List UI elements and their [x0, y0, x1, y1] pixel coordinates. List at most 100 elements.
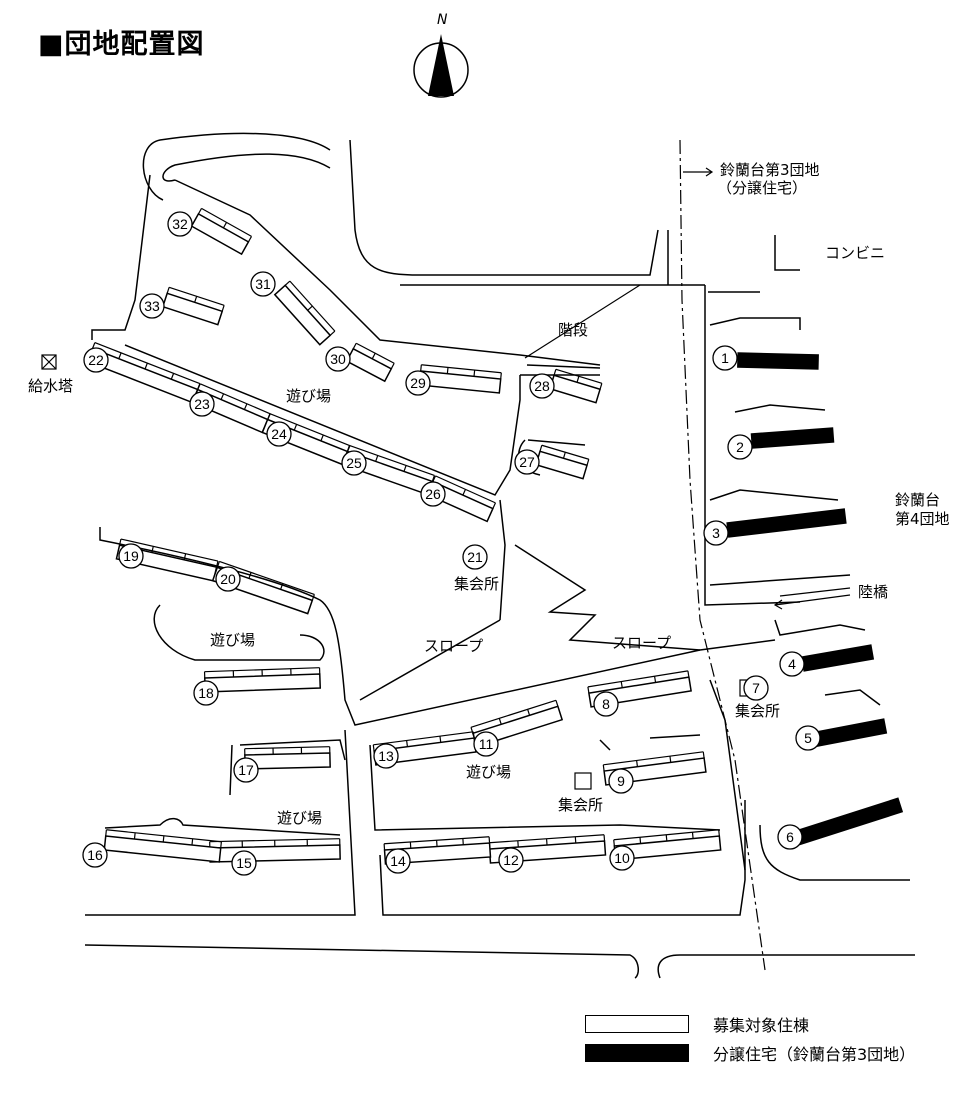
building-unit-divider: [311, 594, 315, 601]
building-number-circle: [231, 850, 257, 876]
building-number-circle: [777, 824, 803, 850]
building-number-circle: [233, 757, 259, 783]
building-33: [161, 292, 224, 326]
building-number: 12: [503, 852, 519, 868]
building-number: 27: [519, 454, 535, 470]
building-number: 20: [220, 571, 236, 587]
building-unit-divider: [527, 709, 531, 716]
building-unit-divider: [473, 370, 476, 377]
building-number-circle: [727, 434, 753, 460]
building-balcony-line: [106, 829, 222, 843]
building-unit-divider: [403, 465, 407, 472]
overpass-label: 陸橋: [858, 583, 889, 601]
building-number-circle: [473, 731, 499, 757]
building-balcony-line: [489, 834, 605, 844]
building-number: 11: [479, 736, 494, 752]
building-unit-divider: [133, 832, 136, 840]
water-tower-label: 給水塔: [28, 377, 74, 395]
building-number: 13: [378, 748, 394, 764]
building-number: 17: [238, 762, 254, 778]
building-number-circle: [83, 347, 109, 373]
building-unit-divider: [500, 372, 502, 380]
meeting-hall-9: [574, 772, 592, 790]
building-4: [800, 644, 875, 672]
building-number: 3: [712, 525, 720, 541]
building-14: [383, 842, 492, 865]
building-unit-divider: [599, 383, 603, 390]
building-number: 1: [721, 350, 729, 366]
building-unit-divider: [144, 362, 148, 370]
building-unit-divider: [197, 208, 203, 215]
building-number: 6: [786, 829, 794, 845]
building-number: 15: [236, 855, 252, 871]
building-unit-divider: [431, 475, 435, 482]
building-6: [793, 797, 904, 846]
building-unit-divider: [222, 222, 228, 229]
building-3: [726, 508, 847, 538]
building-unit-divider: [669, 756, 672, 763]
building-number: 5: [804, 730, 812, 746]
building-number: 10: [614, 850, 630, 866]
building-balcony-line: [587, 670, 688, 688]
building-balcony-line: [435, 475, 496, 504]
building-number-circle: [609, 845, 635, 871]
building-unit-divider: [243, 403, 248, 410]
building-unit-divider: [151, 546, 154, 553]
building-unit-divider: [553, 369, 557, 376]
building-unit-divider: [432, 475, 437, 482]
building-27: [535, 450, 588, 480]
building-2: [750, 427, 835, 449]
building-unit-divider: [197, 383, 201, 390]
building-number-circle: [608, 768, 634, 794]
building-unit-divider: [687, 670, 690, 678]
building-number: 25: [346, 455, 362, 471]
building-unit-divider: [216, 561, 220, 568]
building-15: [209, 844, 341, 863]
building-number-circle: [193, 680, 219, 706]
building-18: [203, 673, 322, 693]
legend-black-swatch: [585, 1044, 689, 1062]
building-balcony-line: [219, 560, 315, 596]
building-31: [273, 284, 332, 346]
building-1: [737, 352, 819, 370]
building-unit-divider: [665, 834, 668, 842]
building-unit-divider: [118, 538, 122, 546]
building-32: [190, 212, 250, 256]
building-unit-divider: [194, 296, 198, 303]
building-number: 28: [534, 378, 550, 394]
building-30: [345, 347, 393, 383]
building-balcony-line: [355, 342, 395, 364]
building-unit-divider: [636, 760, 639, 767]
building-unit-divider: [307, 305, 313, 311]
building-number-circle: [118, 543, 144, 569]
building-number: 9: [617, 773, 625, 789]
building-unit-divider: [620, 681, 623, 688]
building-unit-divider: [293, 424, 298, 431]
building-balcony-line: [201, 207, 252, 237]
building-unit-divider: [420, 364, 422, 372]
building-unit-divider: [375, 455, 379, 462]
building-unit-divider: [191, 838, 194, 846]
building-number-circle: [189, 391, 215, 417]
building-balcony-line: [603, 751, 704, 766]
arrows: [683, 167, 851, 610]
building-number-circle: [215, 566, 241, 592]
playground-label: 遊び場: [286, 387, 332, 405]
building-balcony-line: [384, 836, 490, 845]
building-unit-divider: [718, 829, 720, 837]
building-number-circle: [341, 450, 367, 476]
building-number: 18: [198, 685, 214, 701]
building-5: [809, 718, 888, 748]
legend-white-swatch: [585, 1015, 689, 1033]
building-unit-divider: [220, 841, 222, 849]
building-unit-divider: [162, 835, 165, 843]
building-unit-divider: [492, 502, 497, 509]
building-number-circle: [703, 520, 729, 546]
building-balcony-line: [470, 699, 557, 728]
building-unit-divider: [346, 445, 350, 452]
building-number: 23: [194, 396, 210, 412]
neighbor4-label: 鈴蘭台: [895, 491, 941, 509]
building-28: [549, 374, 601, 404]
building-unit-divider: [183, 553, 187, 560]
